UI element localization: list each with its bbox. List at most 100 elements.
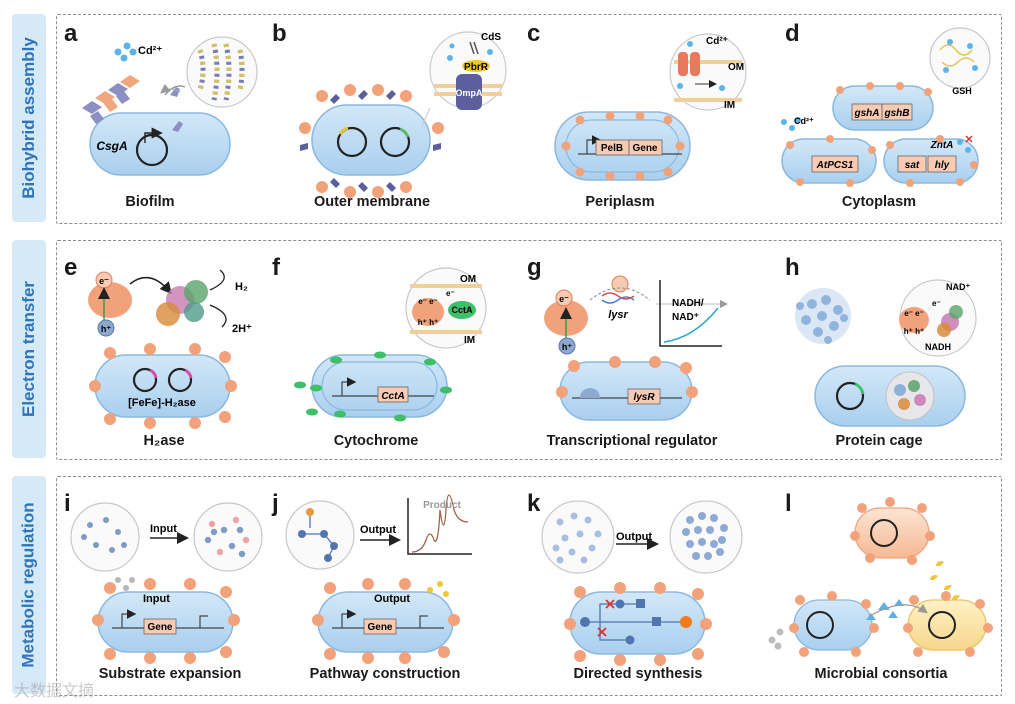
- label-sat: sat: [905, 160, 920, 171]
- watermark: 大数据文摘: [14, 681, 95, 700]
- label-h: h⁺: [101, 324, 111, 334]
- panel-caption-a: Biofilm: [125, 194, 175, 210]
- ompa-barrel-icon: [456, 74, 482, 110]
- label-om: OM: [728, 62, 744, 73]
- label-im: IM: [724, 100, 735, 111]
- label-output: Output: [616, 531, 652, 543]
- section-tab-electron: Electron transfer: [12, 240, 46, 458]
- label-input2: Input: [143, 593, 170, 605]
- label-nadplus: NAD⁺: [946, 282, 970, 292]
- label-gene: CctA: [381, 391, 404, 402]
- label-ompa: OmpA: [456, 88, 484, 98]
- panel-d-art: [781, 27, 991, 187]
- label-output: Output: [360, 524, 396, 536]
- label-pelb: PelB: [601, 143, 623, 154]
- label-pbrr: PbrR: [464, 62, 489, 73]
- panel-caption-k: Directed synthesis: [573, 666, 703, 682]
- panel-letter-b: b: [272, 20, 287, 47]
- panel-caption-i: Substrate expansion: [98, 666, 242, 682]
- curli-fiber-icon: [82, 75, 140, 124]
- panel-a-art: [82, 36, 258, 176]
- panel-caption-b: Outer membrane: [313, 194, 431, 210]
- label-ee: e⁻ e⁻: [418, 297, 438, 306]
- label-nadh: NADH: [925, 342, 951, 352]
- label-e: e⁻: [99, 276, 109, 286]
- label-nad: NAD⁺: [672, 312, 699, 323]
- cell-body: [89, 112, 231, 176]
- panel-k-art: [541, 500, 743, 666]
- label-cd: Cd²⁺: [794, 116, 814, 126]
- label-e: e⁻: [932, 299, 941, 308]
- label-gsh: GSH: [952, 86, 972, 96]
- label-nadh: NADH/: [672, 298, 704, 309]
- panel-caption-l: Microbial consortia: [814, 666, 948, 682]
- panel-letter-g: g: [527, 254, 542, 281]
- label-ee: e⁻ e⁻: [904, 309, 924, 318]
- panel-caption-c: Periplasm: [585, 194, 655, 210]
- section-tab-metabolic: Metabolic regulation: [12, 476, 46, 694]
- label-fefe: [FeFe]-H₂ase: [128, 397, 196, 409]
- panel-letter-l: l: [785, 490, 792, 517]
- panel-letter-e: e: [64, 254, 78, 281]
- panel-letter-c: c: [527, 20, 541, 47]
- label-om: OM: [460, 274, 476, 285]
- label-gsha: gshA: [854, 108, 880, 119]
- panel-j-art: [285, 494, 472, 664]
- ccta-protein-icon: [448, 301, 476, 319]
- label-cds: CdS: [481, 32, 501, 43]
- label-hly: hly: [935, 160, 950, 171]
- section-box-electron: [56, 240, 1002, 460]
- label-h: h⁺: [562, 342, 572, 352]
- label-gene: Gene: [367, 622, 392, 633]
- panel-i-art: [70, 502, 263, 664]
- label-hh: h⁺ h⁺: [418, 318, 438, 327]
- pbrr-icon: [462, 60, 490, 72]
- label-input: Input: [150, 523, 177, 535]
- ompa-anchors: [299, 84, 444, 198]
- label-gene: Gene: [147, 622, 172, 633]
- protein-cage-icon: [795, 288, 851, 344]
- label-cd: Cd²⁺: [138, 45, 162, 57]
- label-ccta: CctA: [451, 305, 473, 315]
- section-box-metabolic: [56, 476, 1002, 696]
- label-e: e⁻: [446, 289, 455, 298]
- panel-caption-e: H₂ase: [143, 433, 185, 449]
- section-box-biohybrid: [56, 14, 1002, 224]
- label-hh: h⁺ h⁺: [904, 327, 924, 336]
- hydrogenase-protein-icon: [156, 280, 208, 326]
- panel-g-art: [544, 275, 728, 421]
- panel-letter-f: f: [272, 254, 280, 281]
- label-e: e⁻: [559, 294, 569, 304]
- panel-caption-d: Cytoplasm: [841, 194, 917, 210]
- panel-f-art: [294, 267, 487, 422]
- section-tab-biohybrid: Biohybrid assembly: [12, 14, 46, 222]
- label-gene: Gene: [632, 143, 657, 154]
- label-product: Product: [423, 500, 461, 511]
- label-h2: H₂: [235, 281, 248, 293]
- label-output2: Output: [374, 593, 410, 605]
- label-gshb: gshB: [884, 108, 910, 119]
- panel-c-art: [554, 33, 747, 181]
- label-znta: ZntA: [930, 140, 954, 151]
- transporter-icon: [678, 52, 688, 76]
- panel-caption-j: Pathway construction: [309, 666, 461, 682]
- label-gene: CsgA: [96, 139, 127, 153]
- panel-letter-j: j: [272, 490, 279, 517]
- panel-letter-i: i: [64, 490, 71, 517]
- panel-letter-d: d: [785, 20, 800, 47]
- panel-letter-k: k: [527, 490, 541, 517]
- panel-letter-a: a: [64, 20, 78, 47]
- label-atpcs1: AtPCS1: [816, 160, 854, 171]
- panel-caption-g: Transcriptional regulator: [546, 433, 718, 449]
- panel-h-art: [795, 279, 977, 427]
- panel-e-art: [88, 269, 237, 429]
- panel-caption-h: Protein cage: [835, 433, 923, 449]
- panel-b-art: [299, 31, 507, 198]
- panel-caption-f: Cytochrome: [333, 433, 419, 449]
- label-h2plus: 2H⁺: [232, 323, 252, 335]
- panel-letter-h: h: [785, 254, 800, 281]
- zoom-circle: [186, 36, 258, 108]
- panel-l-art: [768, 497, 993, 657]
